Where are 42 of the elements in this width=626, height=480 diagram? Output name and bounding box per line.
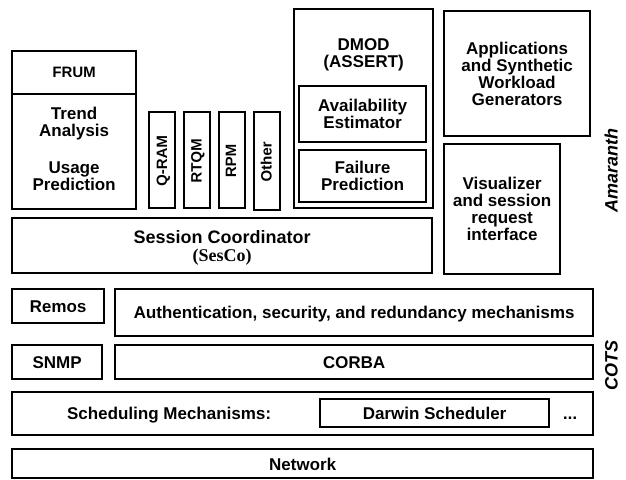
component-box — [298, 85, 427, 143]
layer-box — [148, 111, 176, 209]
component-label: Other — [260, 141, 274, 181]
ellipsis-text: ... — [562, 403, 578, 425]
layer-box — [293, 8, 434, 209]
component-label: SNMP — [32, 354, 82, 370]
layer-box — [11, 448, 594, 479]
component-box — [298, 149, 427, 203]
layer-title: Scheduling Mechanisms: — [66, 403, 272, 425]
component-label: Remos — [30, 298, 86, 314]
component-label: RTQM — [190, 138, 204, 182]
layer-box — [11, 50, 137, 210]
layer-abbreviation: (SesCo) — [192, 246, 252, 264]
component-label: Darwin Scheduler — [362, 404, 506, 422]
layer-box — [443, 10, 591, 137]
component-box — [319, 398, 550, 428]
group-label: Amaranth — [602, 128, 622, 212]
layer-box — [218, 111, 246, 209]
component-label: Applications and Synthetic Workload Generators — [460, 40, 574, 108]
header-text: FRUM — [51, 63, 97, 83]
layer-box — [114, 288, 594, 337]
component-label: Availability Estimator — [316, 97, 408, 131]
component-label: Network — [268, 454, 338, 476]
component-label: RPM — [224, 143, 240, 177]
layer-box — [11, 344, 103, 380]
component-label: Failure Prediction — [320, 159, 406, 193]
layer-box — [253, 111, 281, 211]
layer-box — [11, 288, 105, 324]
component-label: Q-RAM — [154, 134, 170, 186]
component-label: Visualizer and session request interface — [452, 175, 552, 243]
component-label: CORBA — [322, 354, 386, 370]
layer-title: Session Coordinator — [133, 228, 311, 246]
layer-box — [183, 111, 211, 209]
layer-box — [11, 217, 433, 274]
layer-box — [114, 344, 594, 380]
module-text: Trend Analysis — [38, 103, 110, 142]
layer-box — [11, 391, 594, 436]
component-label: DMOD (ASSERT) — [322, 34, 405, 73]
component-label: Authentication, security, and redundancy mechanisms — [134, 304, 574, 321]
layer-box — [443, 143, 561, 275]
module-text: Usage Prediction — [31, 157, 117, 196]
group-label: COTS — [602, 340, 622, 390]
